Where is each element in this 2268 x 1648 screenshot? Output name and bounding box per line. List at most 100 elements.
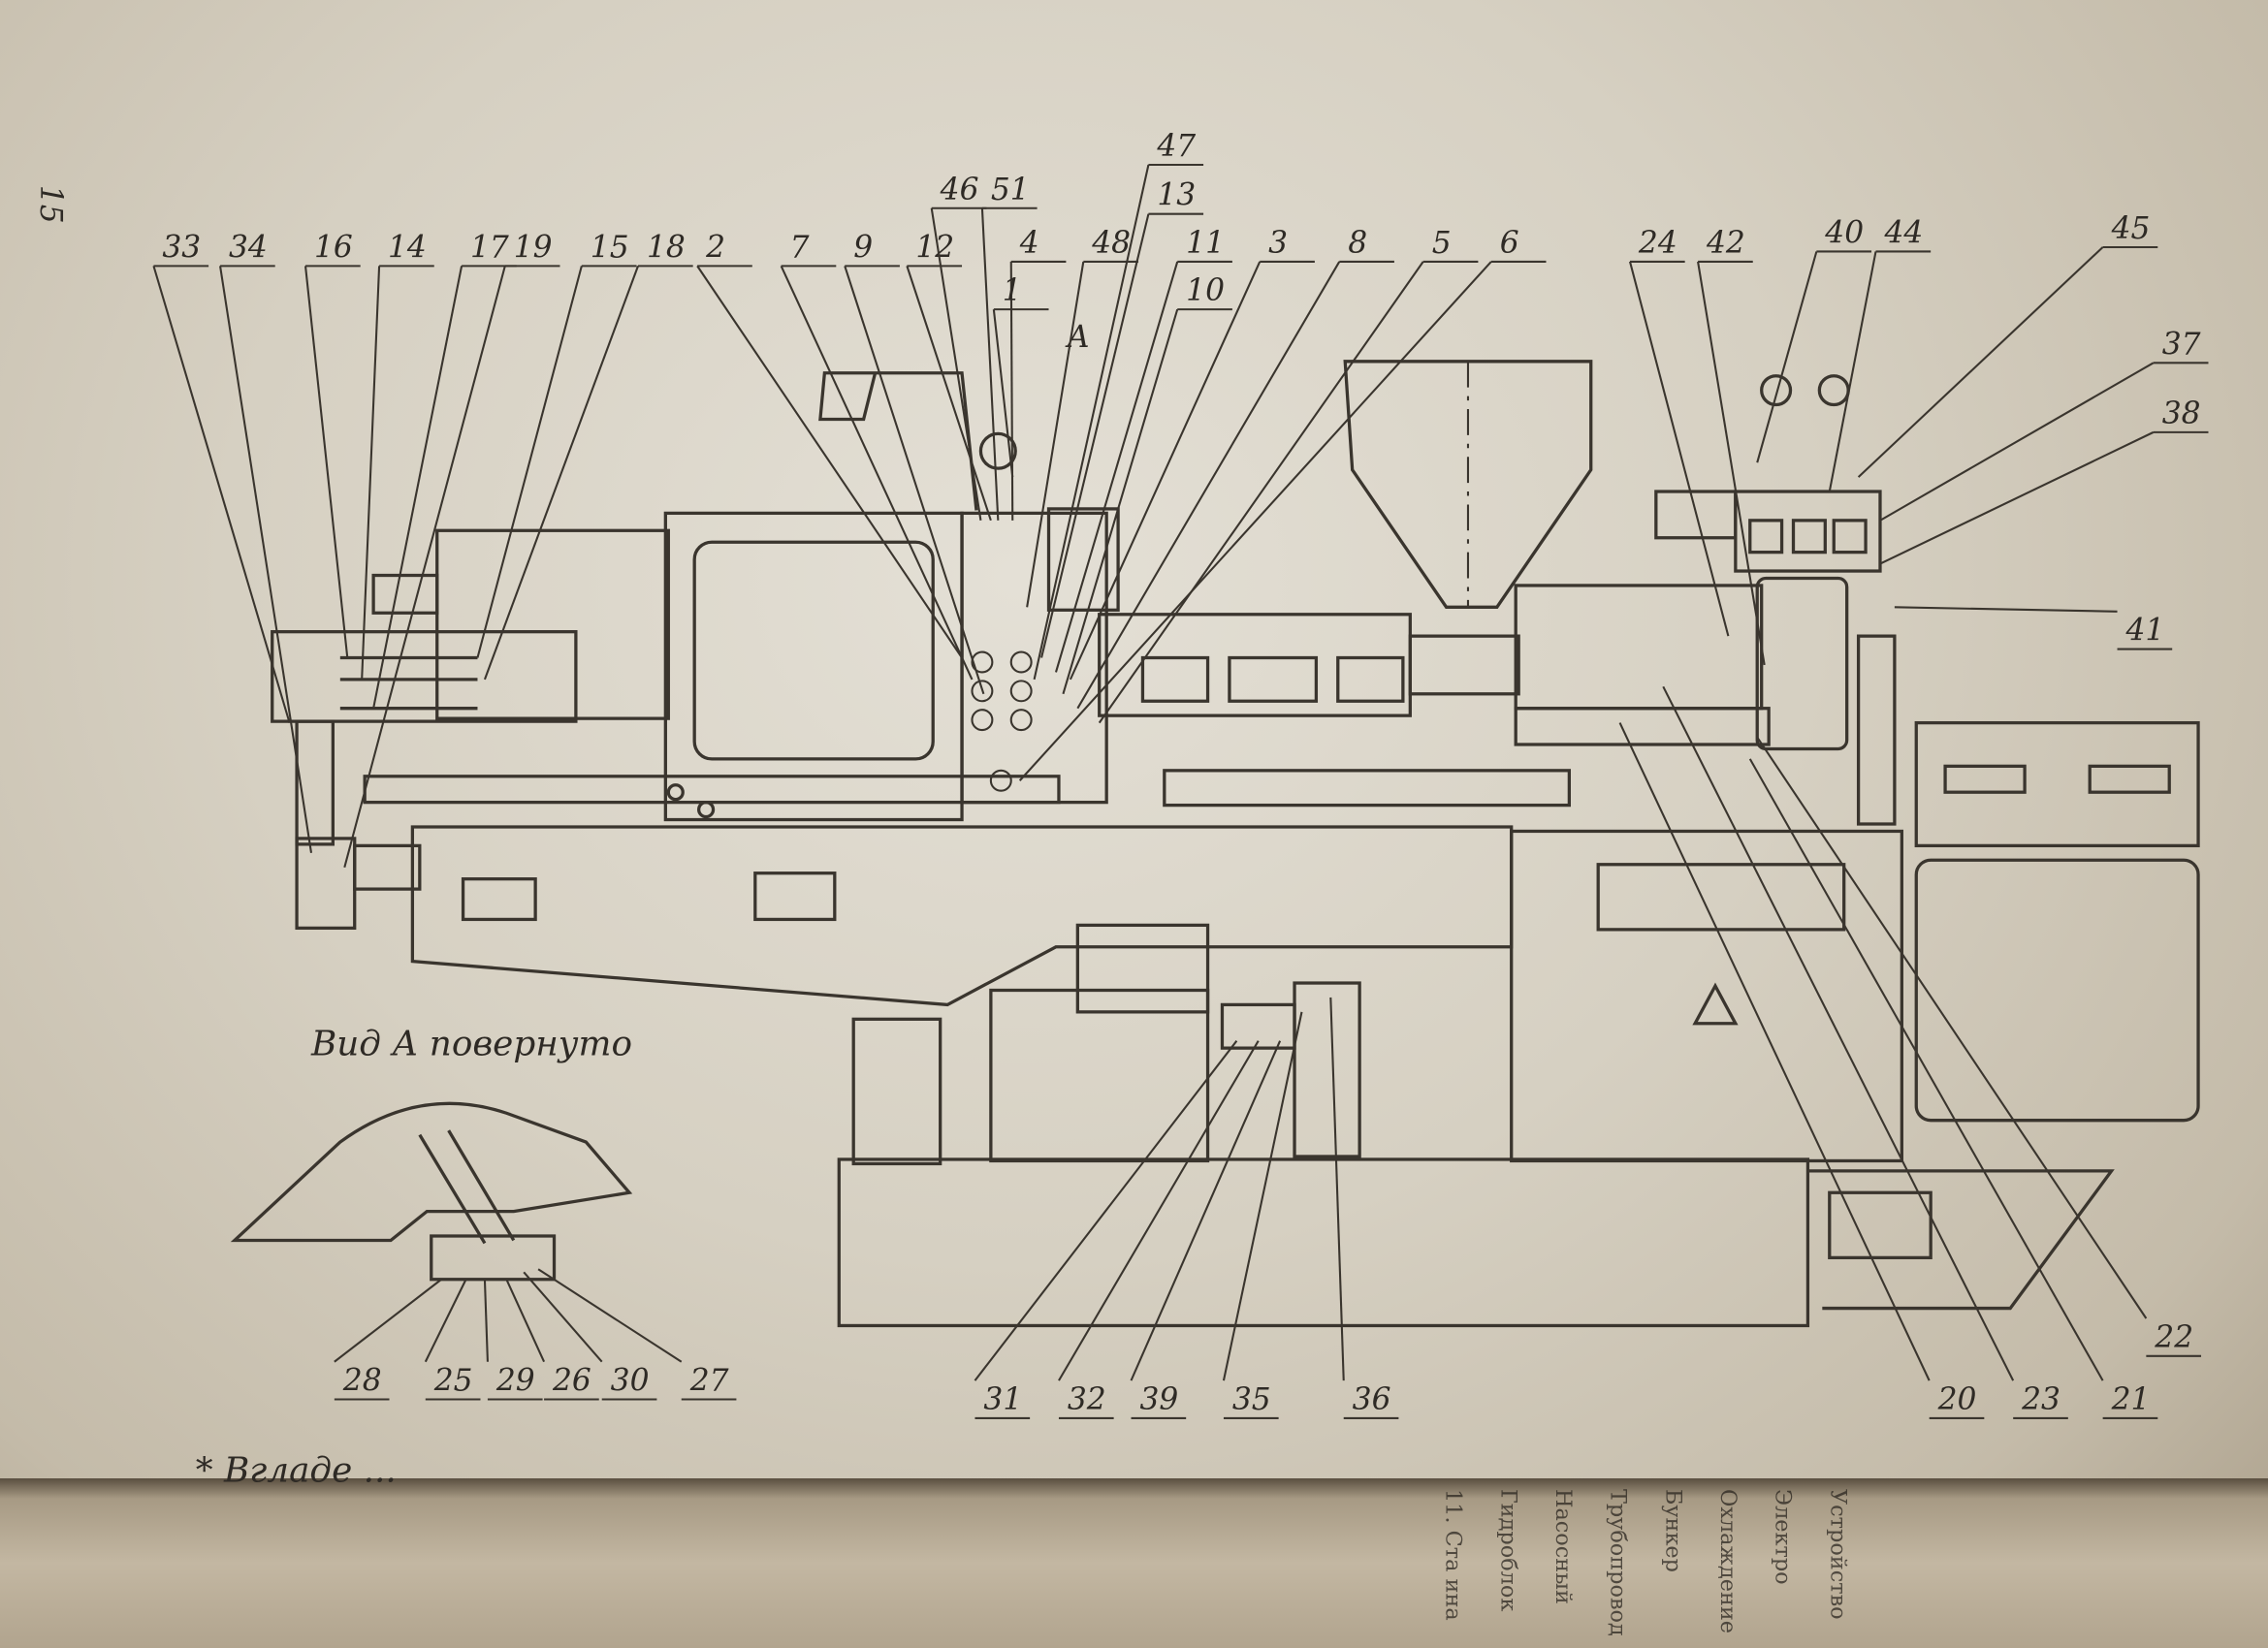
hydraulic-valve-block	[1734, 490, 1882, 573]
main-callout-12: 12	[906, 230, 992, 522]
leader-line	[1040, 213, 1150, 658]
leader-line	[930, 207, 982, 522]
main-callout-23: 23	[1662, 685, 2068, 1419]
callout-number: 9	[853, 230, 873, 265]
leader-line	[1058, 1040, 1260, 1381]
leader-line	[980, 207, 1000, 521]
main-callout-22: 22	[1756, 736, 2202, 1357]
main-callout-37: 37	[1879, 327, 2209, 522]
leader-line	[1662, 685, 2015, 1381]
leader-line	[1618, 722, 1931, 1381]
callout-number: 47	[1156, 129, 1196, 164]
next-page-line: Устройство	[1825, 1489, 1850, 1620]
leader-line	[1879, 362, 2155, 522]
callout-number: 30	[611, 1364, 650, 1399]
clamp-plate	[271, 630, 578, 723]
main-callout-8: 8	[1076, 226, 1394, 710]
callout-number: 41	[2124, 614, 2164, 649]
callout-number: 21	[2111, 1382, 2151, 1417]
callout-number: 37	[2162, 327, 2201, 362]
leader-line	[1697, 261, 1766, 666]
main-callout-15: 15	[476, 230, 637, 658]
main-callout-39: 39	[1130, 1040, 1282, 1419]
leader-line	[523, 1271, 603, 1363]
main-callout-34: 34	[219, 230, 313, 853]
view-callout-29: 29	[483, 1279, 543, 1401]
next-page-line: 11. Ста ина	[1441, 1489, 1466, 1621]
main-callout-31: 31	[974, 1040, 1238, 1419]
main-callout-45: 45	[1857, 211, 2158, 478]
leader-line	[1894, 606, 2118, 613]
control-panel	[1914, 720, 2200, 848]
leader-line	[1098, 261, 1424, 724]
next-page-line: Электро	[1771, 1489, 1796, 1585]
callout-number: 51	[991, 173, 1030, 207]
leader-line	[1628, 261, 1730, 637]
main-callout-47: 47	[1033, 129, 1204, 681]
leader-line	[1009, 261, 1014, 521]
main-callout-44: 44	[1828, 216, 1932, 492]
main-callout-48: 48	[1026, 226, 1138, 608]
leader-line	[152, 266, 291, 723]
main-callout-21: 21	[1748, 758, 2158, 1419]
callout-number: 35	[1232, 1382, 1271, 1417]
leader-line	[1062, 308, 1179, 695]
main-callout-6: 6	[1018, 226, 1547, 781]
callout-number: 1	[1003, 273, 1022, 308]
next-page-edge	[0, 1478, 2268, 1648]
callout-number: 18	[647, 230, 686, 265]
leader-line	[1076, 261, 1341, 710]
callout-number: 40	[1824, 216, 1864, 251]
main-callout-2: 2	[696, 230, 963, 659]
callout-number: 25	[433, 1364, 473, 1399]
callout-number: 28	[342, 1364, 382, 1399]
base-frame	[837, 1157, 1810, 1328]
leader-line	[1026, 261, 1085, 608]
leader-line	[974, 1040, 1238, 1381]
leader-line	[1748, 758, 2104, 1381]
callout-number: 45	[2111, 211, 2151, 246]
main-callout-13: 13	[1040, 178, 1204, 658]
callout-number: 13	[1157, 178, 1196, 213]
callout-number: 16	[314, 230, 353, 265]
hopper	[1343, 360, 1593, 609]
main-callout-9: 9	[844, 230, 985, 695]
next-page-line: Насосный	[1550, 1489, 1576, 1604]
leader-line	[1857, 246, 2104, 478]
callout-number: 8	[1348, 226, 1367, 261]
leader-line	[1756, 251, 1818, 463]
main-callout-3: 3	[1069, 226, 1315, 681]
leader-line	[537, 1268, 683, 1363]
callout-number: 4	[1019, 226, 1039, 261]
callout-number: 34	[229, 230, 268, 265]
main-callout-1: 1	[992, 273, 1049, 478]
view-callout-28: 28	[334, 1278, 442, 1401]
main-callout-11: 11	[1054, 226, 1232, 673]
view-a-detail: Вид А повернуто	[230, 1025, 633, 1282]
main-callout-35: 35	[1222, 1011, 1303, 1419]
callout-number: 20	[1937, 1382, 1977, 1417]
leader-line	[696, 265, 963, 659]
main-callout-4: 4	[1009, 226, 1067, 521]
machine-bed	[410, 825, 1514, 1007]
view-callout-26: 26	[505, 1279, 599, 1401]
injection-drive	[1514, 584, 1764, 711]
callout-number: 32	[1068, 1382, 1106, 1417]
next-page-line: Гидроблок	[1495, 1489, 1520, 1611]
leader-line	[1130, 1040, 1282, 1381]
callout-number: 26	[552, 1364, 591, 1399]
leader-line	[343, 266, 506, 869]
main-callout-38: 38	[1879, 396, 2209, 565]
callout-number: 3	[1268, 226, 1288, 261]
leader-line	[361, 266, 381, 680]
footnote: * Вгладе ...	[196, 1451, 397, 1491]
main-callout-46: 46	[930, 173, 987, 522]
main-callout-7: 7	[780, 230, 974, 681]
leader-line	[424, 1279, 467, 1363]
mold-area	[960, 511, 1108, 805]
callout-number: 22	[2154, 1320, 2193, 1355]
next-page-line: Охлаждение	[1715, 1489, 1741, 1633]
